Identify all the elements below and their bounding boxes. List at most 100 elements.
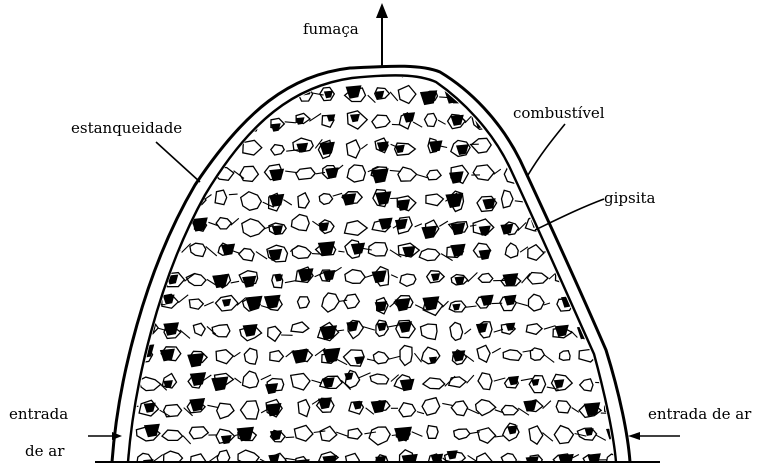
- gypsum-stone: [528, 245, 544, 261]
- gypsum-stone: [454, 429, 470, 439]
- gypsum-dark-fragment: [532, 145, 543, 154]
- gypsum-stone: [113, 218, 128, 233]
- gypsum-stone: [112, 295, 129, 308]
- gypsum-crack: [465, 116, 472, 123]
- gypsum-crack: [282, 69, 292, 72]
- gypsum-stone: [193, 140, 210, 152]
- gypsum-crack: [575, 434, 587, 437]
- gypsum-crack: [363, 327, 375, 331]
- gypsum-stone: [298, 297, 310, 308]
- gypsum-dark-fragment: [585, 428, 594, 436]
- gypsum-stone: [579, 219, 594, 230]
- gypsum-crack: [442, 403, 452, 405]
- gypsum-dark-fragment: [507, 425, 518, 434]
- gypsum-stone: [473, 57, 493, 76]
- gypsum-stone: [193, 323, 205, 335]
- gypsum-stone: [139, 377, 161, 391]
- gypsum-dark-fragment: [115, 141, 131, 154]
- gypsum-crack: [438, 120, 446, 124]
- gypsum-crack: [417, 175, 427, 178]
- gypsum-crack: [207, 326, 216, 334]
- gypsum-stone: [580, 60, 599, 75]
- gypsum-stone: [582, 88, 597, 99]
- gypsum-crack: [494, 378, 506, 381]
- gypsum-dark-fragment: [264, 67, 279, 79]
- gypsum-crack: [158, 223, 169, 226]
- gypsum-stone: [136, 190, 151, 204]
- gypsum-stone: [550, 219, 571, 229]
- gypsum-dark-fragment: [160, 349, 175, 362]
- gypsum-crack: [570, 200, 579, 206]
- gypsum-stone: [422, 398, 440, 416]
- gypsum-crack: [624, 230, 634, 233]
- gypsum-stone: [427, 170, 441, 180]
- gypsum-stone: [576, 245, 592, 257]
- gypsum-dark-fragment: [351, 243, 365, 255]
- gypsum-dark-fragment: [243, 324, 258, 337]
- gypsum-dark-fragment: [163, 161, 180, 176]
- gypsum-dark-fragment: [607, 150, 617, 159]
- gypsum-crack: [129, 303, 140, 304]
- gypsum-crack: [516, 302, 528, 305]
- gypsum-crack: [413, 122, 422, 127]
- gypsum-dark-fragment: [271, 123, 281, 131]
- gypsum-crack: [359, 373, 371, 378]
- gypsum-dark-fragment: [242, 276, 256, 288]
- gypsum-dark-fragment: [116, 195, 129, 206]
- gypsum-stone: [400, 346, 412, 366]
- gypsum-stone: [503, 87, 514, 103]
- gypsum-crack: [621, 257, 627, 259]
- gypsum-stone: [419, 249, 440, 261]
- gypsum-crack: [234, 352, 241, 357]
- gypsum-crack: [621, 276, 630, 277]
- gypsum-crack: [366, 408, 374, 415]
- gypsum-stone: [241, 192, 262, 211]
- gypsum-crack: [542, 433, 553, 442]
- gypsum-stone: [186, 274, 206, 286]
- gypsum-dark-fragment: [447, 450, 458, 459]
- gypsum-dark-fragment: [420, 90, 437, 105]
- gypsum-dark-fragment: [609, 349, 620, 358]
- gypsum-stone: [368, 243, 387, 257]
- gypsum-crack: [572, 408, 579, 413]
- label-entrada-left-2: de ar: [25, 442, 65, 460]
- air-inlet-left-arrow-head: [112, 432, 122, 440]
- gypsum-crack: [204, 302, 214, 306]
- gypsum-dark-fragment: [116, 66, 126, 74]
- gypsum-dark-fragment: [575, 240, 591, 254]
- gypsum-crack: [285, 171, 297, 173]
- gypsum-stone: [189, 299, 203, 309]
- gypsum-stone: [608, 219, 625, 235]
- gypsum-crack: [620, 302, 632, 303]
- gypsum-stone: [423, 378, 445, 389]
- gypsum-dark-fragment: [449, 63, 467, 78]
- gypsum-dark-fragment: [395, 298, 411, 311]
- gypsum-dark-fragment: [138, 138, 154, 151]
- gypsum-dark-fragment: [298, 268, 314, 282]
- gypsum-crack: [391, 275, 398, 278]
- gypsum-crack: [237, 89, 249, 96]
- gypsum-dark-fragment: [322, 377, 335, 388]
- gypsum-dark-fragment: [117, 223, 131, 235]
- gypsum-crack: [361, 144, 367, 149]
- gypsum-stone: [502, 190, 514, 208]
- gypsum-crack: [574, 170, 585, 172]
- gypsum-crack: [390, 170, 401, 171]
- gypsum-stone: [527, 273, 548, 285]
- gypsum-crack: [235, 378, 242, 383]
- gypsum-dark-fragment: [346, 85, 362, 99]
- gypsum-dark-fragment: [164, 63, 179, 76]
- gypsum-dark-fragment: [353, 401, 363, 410]
- gypsum-stone: [557, 196, 571, 209]
- gypsum-stone: [291, 374, 310, 391]
- gypsum-stone: [135, 85, 154, 106]
- gypsum-crack: [336, 432, 347, 436]
- gypsum-crack: [414, 353, 421, 362]
- gypsum-dark-fragment: [531, 379, 539, 386]
- gypsum-crack: [182, 244, 191, 253]
- smoke-arrow-head: [376, 3, 388, 18]
- gypsum-dark-fragment: [141, 64, 158, 78]
- gypsum-dark-fragment: [323, 270, 336, 281]
- gypsum-crack: [495, 436, 503, 437]
